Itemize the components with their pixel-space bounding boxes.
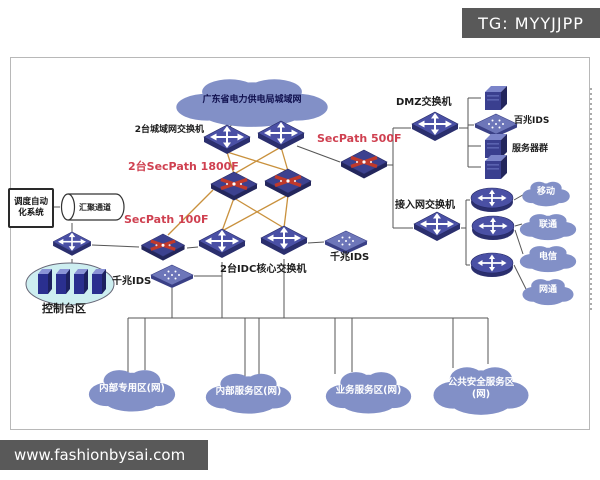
secpath100f-firewall-icon <box>139 233 187 263</box>
secpath1800-label: 2台SecPath 1800F <box>128 160 239 173</box>
zone-cloud-internal-service: 内部服务区(网) <box>200 366 297 418</box>
router-2-icon <box>471 214 515 242</box>
tg-watermark-text: TG: MYYJJPP <box>478 13 584 33</box>
zone-cloud-internal-service-label: 内部服务区(网) <box>215 386 282 398</box>
zone-cloud-business-service-label: 业务服务区(网) <box>335 385 402 397</box>
ids-100m-label: 百兆IDS <box>514 116 550 126</box>
isp-cloud-netcom-label: 网通 <box>538 285 557 296</box>
metro-switch-2-icon <box>257 120 305 154</box>
isp-cloud-mobile-label: 移动 <box>536 187 555 198</box>
secpath500-label: SecPath 500F <box>317 132 402 145</box>
dispatch-system-label: 调度自动化系统 <box>13 196 48 218</box>
pipe-label: 汇聚通道 <box>79 202 111 212</box>
secpath500f-firewall-icon <box>340 149 388 181</box>
metro-switches-label: 2台城域网交换机 <box>134 125 204 135</box>
zone-cloud-internal-private-label: 内部专用区(网) <box>99 383 165 395</box>
isp-cloud-netcom: 网通 <box>519 274 577 308</box>
dmz-server-1-icon <box>481 84 509 112</box>
zone-cloud-public-security-label: 公共安全服务区(网) <box>447 377 515 400</box>
console-servers-icon <box>25 262 115 306</box>
left-router-icon <box>52 231 92 259</box>
isp-cloud-unicom-label: 联通 <box>538 220 557 231</box>
metro-network-cloud: 广东省电力供电局城域网 <box>166 70 338 132</box>
isp-cloud-telecom: 电信 <box>516 241 580 275</box>
console-area <box>24 261 116 307</box>
pipe-node: 汇聚通道 <box>60 191 126 223</box>
dispatch-system-box: 调度自动化系统 <box>8 188 54 228</box>
zone-cloud-public-security: 公共安全服务区(网) <box>427 358 535 420</box>
idc-core-switch-1-icon <box>198 228 246 262</box>
zone-cloud-internal-private: 内部专用区(网) <box>83 362 181 416</box>
farm-server-2-icon <box>481 153 509 181</box>
router-1-icon <box>470 186 514 214</box>
firewall-2-icon <box>264 168 312 200</box>
site-watermark-text: www.fashionbysai.com <box>14 446 186 464</box>
idc-core-switch-2-icon <box>260 225 308 259</box>
idc-core-label: 2台IDC核心交换机 <box>220 264 307 275</box>
diagram-border <box>10 57 590 430</box>
console-area-label: 控制台区 <box>42 302 86 315</box>
metro-switch-1-icon <box>203 124 251 158</box>
isp-cloud-unicom: 联通 <box>516 209 580 243</box>
gigabit-ids-left-label: 千兆IDS <box>112 276 152 287</box>
tg-watermark: TG: MYYJJPP <box>462 8 600 38</box>
firewall-1-icon <box>210 171 258 203</box>
dmz-switch-label: DMZ交换机 <box>396 97 452 108</box>
site-watermark: www.fashionbysai.com <box>0 440 208 470</box>
gigabit-ids-mid-icon <box>324 230 368 254</box>
secpath100-label: SecPath 100F <box>124 213 209 226</box>
isp-cloud-telecom-label: 电信 <box>538 252 557 263</box>
gigabit-ids-mid-label: 千兆IDS <box>330 252 370 263</box>
dmz-switch-icon <box>411 111 459 145</box>
isp-cloud-mobile: 移动 <box>519 177 573 209</box>
zone-cloud-business-service: 业务服务区(网) <box>320 364 417 418</box>
router-3-icon <box>470 251 514 279</box>
pipe-icon <box>60 193 125 221</box>
access-switch-icon <box>413 211 461 245</box>
access-switch-label: 接入网交换机 <box>395 200 455 211</box>
metro-network-cloud-label: 广东省电力供电局城域网 <box>202 95 302 106</box>
server-farm-label: 服务器群 <box>512 144 549 154</box>
gigabit-ids-left-icon <box>150 264 194 288</box>
